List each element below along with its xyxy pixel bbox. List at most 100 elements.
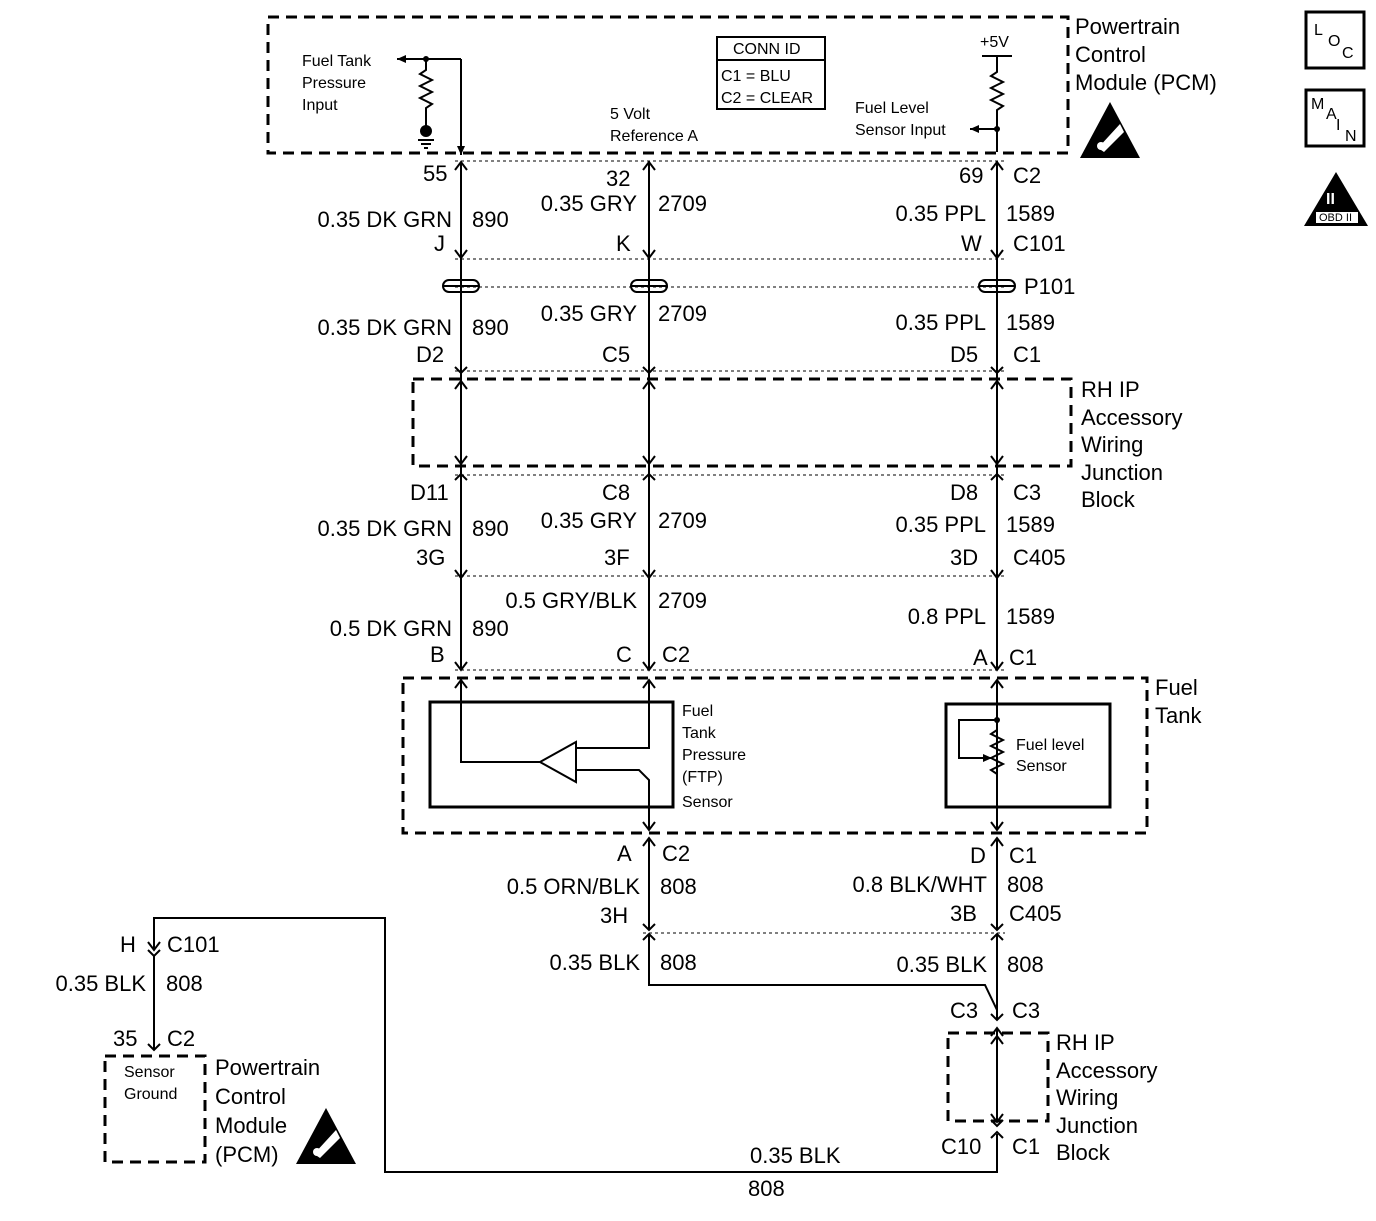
pin-35: 35: [113, 1026, 137, 1051]
wire-2709-circuit-1: 2709: [658, 191, 707, 216]
wire-808-color-c: 0.35 BLK: [549, 950, 640, 975]
svg-text:Ground: Ground: [124, 1086, 177, 1103]
wire-808-circuit-a: 808: [660, 874, 697, 899]
svg-text:M: M: [1311, 96, 1324, 113]
wire-808-ground-right: [990, 836, 1004, 1022]
connector-c2-lower: C2: [167, 1026, 195, 1051]
fuel-level-input-circuit: [970, 55, 1012, 152]
pin-a-out: A: [617, 841, 632, 866]
wire-890-circuit-2: 890: [472, 315, 509, 340]
svg-text:Module: Module: [215, 1113, 287, 1138]
svg-text:Sensor: Sensor: [682, 794, 733, 811]
svg-text:Accessory: Accessory: [1056, 1058, 1157, 1083]
fuel-tank-pressure-input-line2: Pressure: [302, 75, 366, 92]
svg-text:Junction: Junction: [1081, 460, 1163, 485]
wire-890-color-3: 0.35 DK GRN: [318, 516, 453, 541]
svg-text:Fuel: Fuel: [682, 703, 713, 720]
wire-890-color-4: 0.5 DK GRN: [330, 616, 452, 641]
fuel-level-sensor: Fuel level Sensor: [944, 678, 1112, 832]
obd-ii-icon: II OBD II: [1304, 172, 1368, 226]
esd-warning-icon-lower: [296, 1108, 356, 1164]
wire-808-circuit-c: 808: [660, 950, 697, 975]
svg-text:Control: Control: [215, 1084, 286, 1109]
wire-1589-circuit-1: 1589: [1006, 201, 1055, 226]
pressure-input-circuit: [397, 55, 465, 155]
svg-text:Junction: Junction: [1056, 1113, 1138, 1138]
wire-1589-circuit-2: 1589: [1006, 310, 1055, 335]
pin-69: 69: [959, 163, 983, 188]
svg-text:I: I: [1336, 117, 1340, 134]
fuel-tank: Fuel Tank Fuel Tank Pressure (FTP) Senso…: [401, 675, 1202, 835]
conn-id-c2: C2 = CLEAR: [721, 90, 813, 107]
svg-text:O: O: [1328, 33, 1340, 50]
wire-808-circuit-e: 808: [166, 971, 203, 996]
pcm-top-title-line2: Control: [1075, 42, 1146, 67]
pin-d8: D8: [950, 480, 978, 505]
wire-890-circuit-4: 890: [472, 616, 509, 641]
wire-2709-circuit-3: 2709: [658, 508, 707, 533]
pin-3d: 3D: [950, 545, 978, 570]
fuel-tank-pressure-input-line3: Input: [302, 97, 338, 114]
connector-c405-lower: C405: [1009, 901, 1062, 926]
pin-3b: 3B: [950, 901, 977, 926]
plus-5v-label: +5V: [980, 34, 1009, 51]
wire-2709-circuit-2: 2709: [658, 301, 707, 326]
pin-c5: C5: [602, 342, 630, 367]
pcm-bottom-module: Sensor Ground Powertrain Control Module …: [103, 1054, 356, 1167]
svg-text:Block: Block: [1056, 1140, 1111, 1165]
svg-text:Fuel: Fuel: [1155, 675, 1198, 700]
wire-2709-circuit-4: 2709: [658, 588, 707, 613]
connector-c1-tank: C1: [1009, 645, 1037, 670]
svg-text:Fuel level: Fuel level: [1016, 737, 1084, 754]
connector-c2-tank: C2: [662, 642, 690, 667]
junction-block-lower: RH IP Accessory Wiring Junction Block: [946, 1026, 1157, 1165]
pin-3f: 3F: [604, 545, 630, 570]
wire-1589-color-1: 0.35 PPL: [895, 201, 986, 226]
wire-808-circuit-d: 808: [1007, 952, 1044, 977]
connector-c3-lower: C3: [1012, 998, 1040, 1023]
wire-1589-color-4: 0.8 PPL: [908, 604, 986, 629]
svg-text:Wiring: Wiring: [1081, 432, 1143, 457]
conn-id-title: CONN ID: [733, 41, 801, 58]
esd-warning-icon: [1080, 102, 1140, 158]
main-icon: M A I N: [1304, 88, 1366, 148]
wire-808-circuit-b: 808: [1007, 872, 1044, 897]
pin-h: H: [120, 932, 136, 957]
svg-text:C: C: [1342, 45, 1354, 62]
wire-808-color-b: 0.8 BLK/WHT: [853, 872, 987, 897]
wire-2709-color-1: 0.35 GRY: [541, 191, 638, 216]
connector-c1-lower: C1: [1012, 1134, 1040, 1159]
svg-text:OBD II: OBD II: [1319, 212, 1352, 224]
pin-d-out: D: [970, 843, 986, 868]
fuel-level-sensor-input-line2: Sensor Input: [855, 122, 946, 139]
pin-b: B: [430, 642, 445, 667]
connector-c101-lower: C101: [167, 932, 220, 957]
pin-3h: 3H: [600, 903, 628, 928]
p101-connector: [442, 279, 1016, 293]
svg-text:RH IP: RH IP: [1081, 377, 1140, 402]
wire-890-circuit-1: 890: [472, 207, 509, 232]
pin-c8: C8: [602, 480, 630, 505]
pin-55: 55: [423, 161, 447, 186]
connector-c1-upper: C1: [1013, 342, 1041, 367]
svg-text:Wiring: Wiring: [1056, 1085, 1118, 1110]
wire-808-ground-left: [642, 836, 998, 1020]
wire-1589-circuit-4: 1589: [1006, 604, 1055, 629]
svg-text:Pressure: Pressure: [682, 747, 746, 764]
connector-c1-out: C1: [1009, 843, 1037, 868]
loc-icon: L O C: [1304, 10, 1366, 70]
pin-d5: D5: [950, 342, 978, 367]
connector-c2-out: C2: [662, 841, 690, 866]
wire-2709-color-4: 0.5 GRY/BLK: [505, 588, 637, 613]
wire-1589-color-3: 0.35 PPL: [895, 512, 986, 537]
fuel-level-sensor-input-line1: Fuel Level: [855, 100, 929, 117]
pcm-top-title-line3: Module (PCM): [1075, 70, 1217, 95]
five-volt-ref-line1: 5 Volt: [610, 106, 651, 123]
pin-c10: C10: [941, 1134, 981, 1159]
svg-text:(PCM): (PCM): [215, 1142, 279, 1167]
ftp-sensor: Fuel Tank Pressure (FTP) Sensor: [428, 678, 746, 832]
svg-text:Sensor: Sensor: [1016, 758, 1067, 775]
wire-2709-color-3: 0.35 GRY: [541, 508, 638, 533]
svg-text:RH IP: RH IP: [1056, 1030, 1115, 1055]
